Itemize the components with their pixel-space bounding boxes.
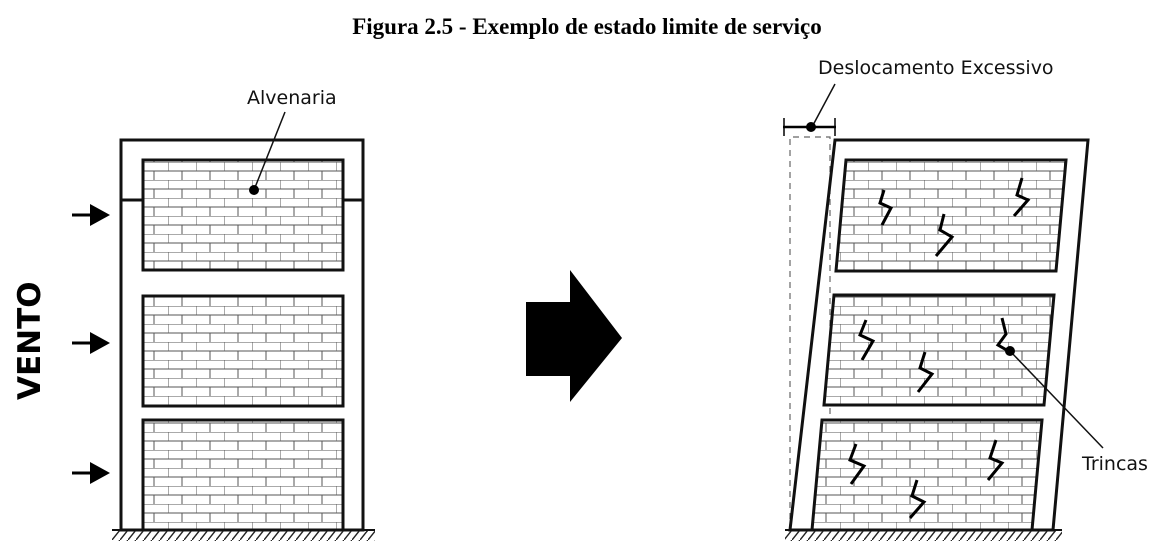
label-vento: VENTO [12, 281, 48, 400]
marker-trincas [1005, 346, 1015, 356]
leader-deslocamento [811, 83, 836, 128]
transition-arrow [526, 270, 622, 402]
wind-arrow-top [72, 204, 110, 226]
wind-arrow-middle [72, 332, 110, 354]
marker-alvenaria [249, 185, 259, 195]
deformed-frame [785, 136, 1090, 541]
figure-title: Figura 2.5 - Exemplo de estado limite de… [352, 14, 822, 39]
leader-alvenaria [253, 111, 286, 191]
displacement-dimension [783, 118, 836, 136]
ground-hatch-right [785, 531, 1062, 541]
cracked-panel-bottom [810, 418, 1044, 532]
leader-trincas [1009, 350, 1104, 449]
masonry-panel-bottom [141, 418, 345, 532]
ground-hatch-left [112, 531, 375, 541]
cracked-panel-top [834, 158, 1068, 273]
cracks [848, 177, 1031, 519]
label-deslocamento: Deslocamento Excessivo [818, 57, 1054, 79]
cracked-panel-middle [822, 293, 1056, 407]
wind-arrow-bottom [72, 462, 110, 484]
masonry-panel-top [141, 158, 345, 272]
undeformed-frame [112, 138, 375, 541]
label-alvenaria: Alvenaria [247, 87, 337, 109]
label-trincas: Trincas [1081, 453, 1148, 475]
masonry-panel-middle [141, 294, 345, 408]
